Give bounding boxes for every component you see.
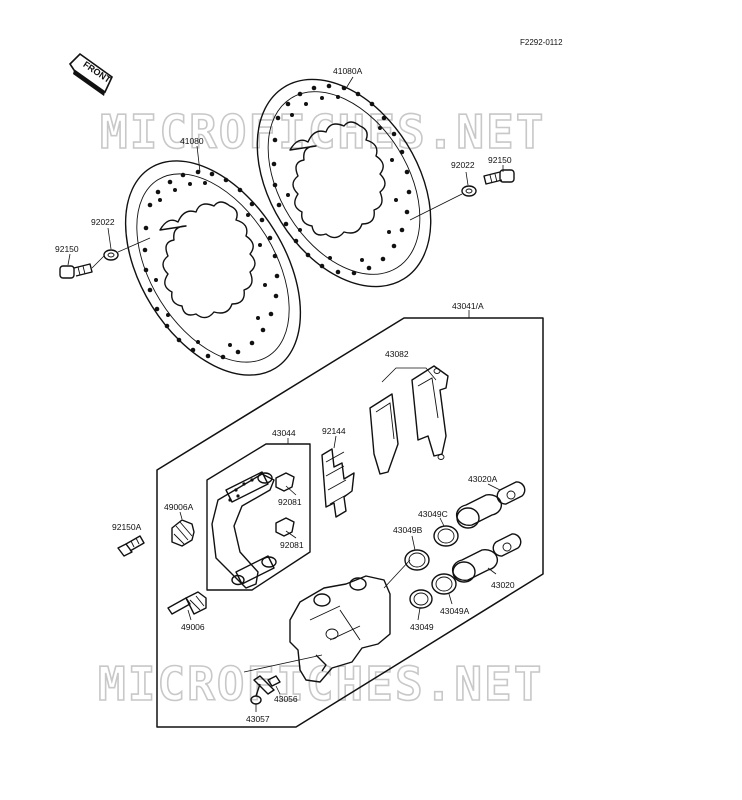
label-43049c: 43049C [418, 509, 448, 519]
watermark-top: MICROFICHES.NET [100, 105, 545, 159]
piston-seal-b [404, 535, 430, 571]
bracket-box-outline [206, 443, 311, 591]
pad-clip-top [275, 472, 297, 496]
label-92150-right: 92150 [488, 155, 512, 165]
label-49006: 49006 [181, 622, 205, 632]
label-43049b: 43049B [393, 525, 423, 535]
piston-seal-c [433, 517, 459, 547]
label-92081-top: 92081 [278, 497, 302, 507]
label-43082: 43082 [385, 349, 409, 359]
brake-pads [369, 365, 449, 475]
label-49006a: 49006A [164, 502, 194, 512]
brake-disc-right [256, 78, 432, 288]
disc-washer-right [409, 185, 477, 221]
piston-lower [451, 533, 522, 583]
bleeder-valve [243, 654, 323, 712]
disc-bolt-left [59, 255, 105, 279]
brake-disc-left [124, 160, 302, 376]
pad-clip-bottom [275, 517, 297, 539]
slide-pin [167, 591, 207, 621]
label-43041: 43041/A [452, 301, 484, 311]
label-92150a: 92150A [112, 522, 142, 532]
label-41080: 41080 [180, 136, 204, 146]
label-92144: 92144 [322, 426, 346, 436]
disc-washer-left [103, 237, 151, 261]
front-arrow-icon: FRONT [68, 52, 113, 96]
diagram-reference: F2292-0112 [520, 38, 563, 47]
label-41080a: 41080A [333, 66, 363, 76]
label-92022-right: 92022 [451, 160, 475, 170]
caliper-bracket [211, 471, 277, 589]
label-43020a: 43020A [468, 474, 498, 484]
caliper-body [289, 559, 411, 683]
label-92022-left: 92022 [91, 217, 115, 227]
label-43049a: 43049A [440, 606, 470, 616]
piston-seal-a [431, 573, 457, 605]
label-43056: 43056 [274, 694, 298, 704]
label-43044: 43044 [272, 428, 296, 438]
piston-upper [455, 481, 526, 529]
caliper-bolt [117, 535, 145, 557]
anti-rattle-spring [321, 435, 355, 518]
label-43049: 43049 [410, 622, 434, 632]
watermark-bottom: MICROFICHES.NET [98, 657, 543, 711]
caliper-assembly-outline [156, 317, 544, 728]
bleeder-cap [267, 675, 281, 695]
disc-bolt-right [483, 169, 515, 185]
label-43057: 43057 [246, 714, 270, 724]
piston-seal [409, 589, 433, 621]
label-43020: 43020 [491, 580, 515, 590]
label-92150-left: 92150 [55, 244, 79, 254]
label-92081-bottom: 92081 [280, 540, 304, 550]
dust-boot [171, 511, 195, 547]
